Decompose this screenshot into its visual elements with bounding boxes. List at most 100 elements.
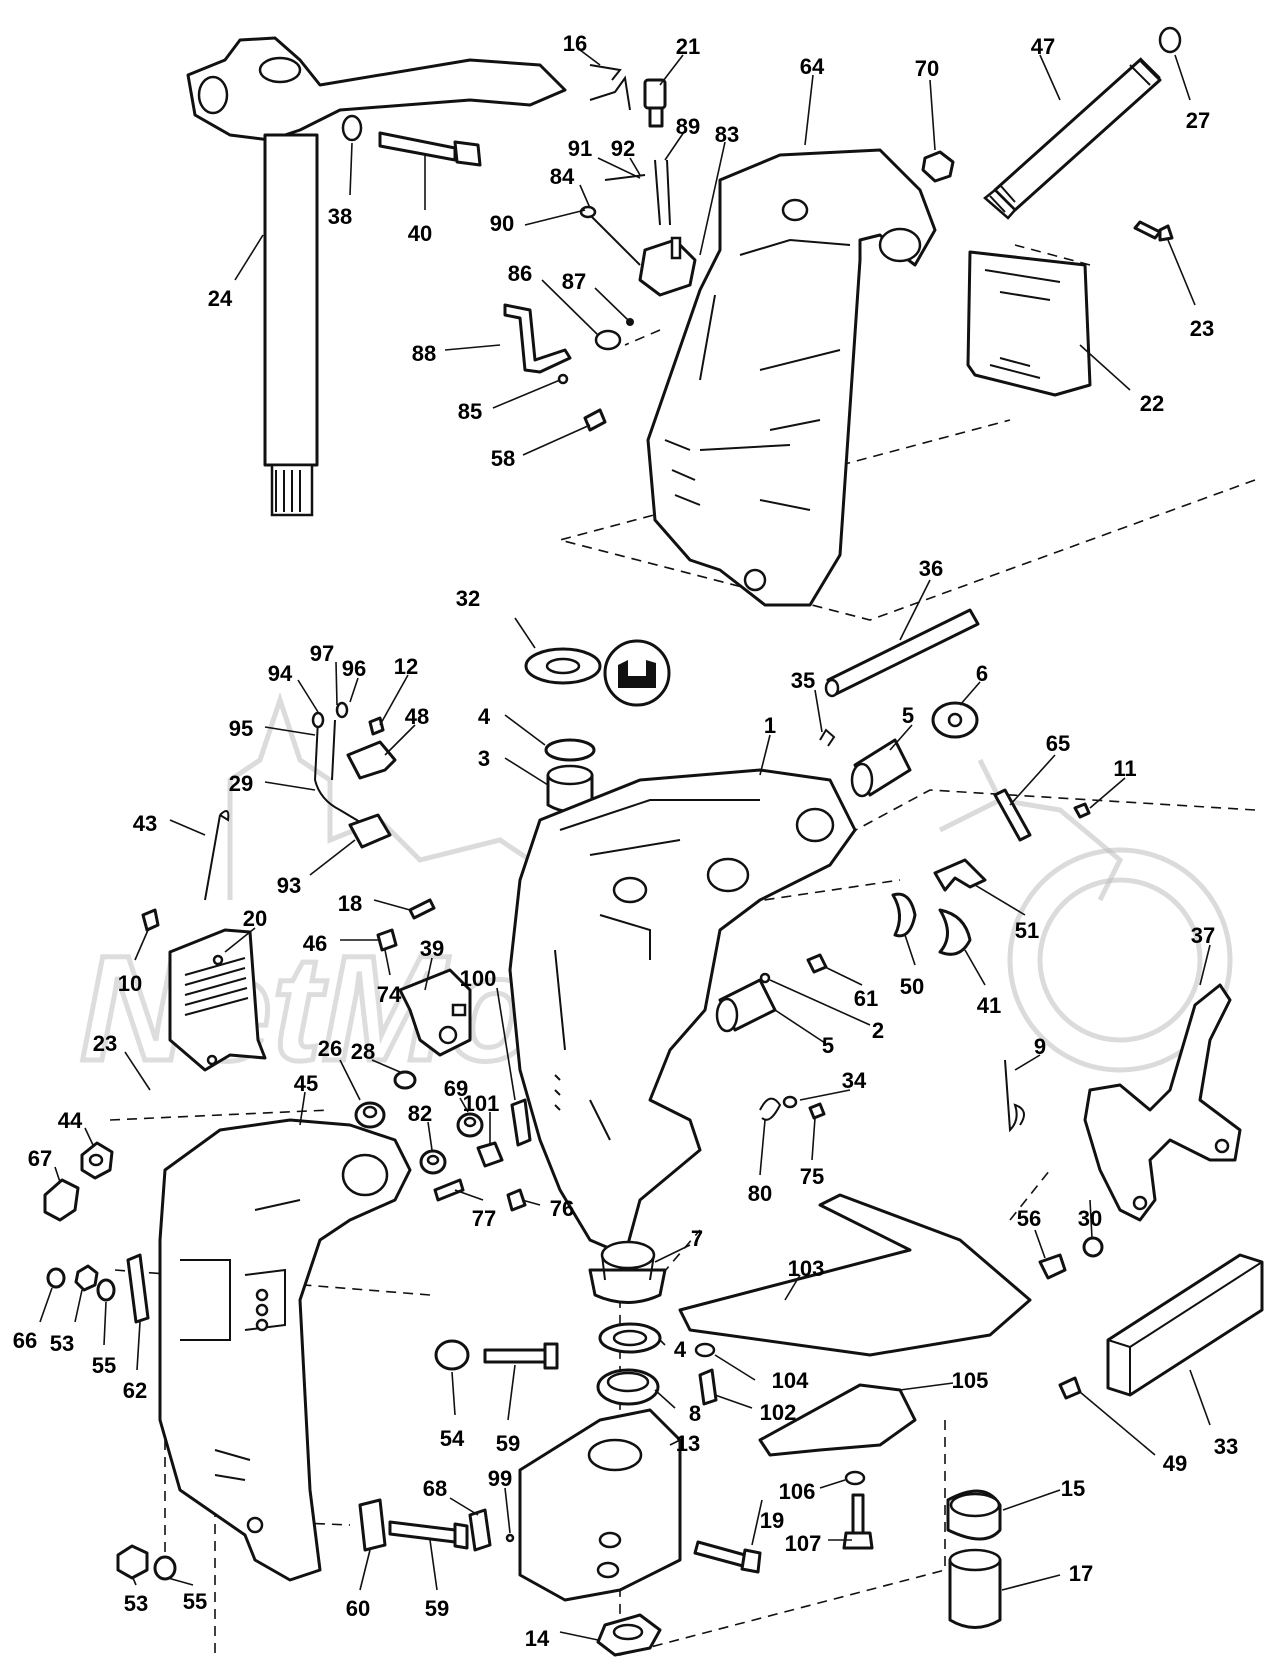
part-label-39: 39 — [420, 936, 444, 961]
clip-80 — [759, 1097, 782, 1121]
nut-28 — [393, 1070, 417, 1090]
mount-15 — [946, 1489, 1002, 1541]
part-label-23: 23 — [1190, 316, 1214, 341]
washer-34 — [782, 1095, 798, 1109]
nut-30 — [1082, 1236, 1104, 1258]
block-39 — [398, 968, 472, 1057]
part-label-53: 53 — [50, 1331, 74, 1356]
clip-35 — [819, 728, 836, 747]
part-label-4: 4 — [478, 704, 491, 729]
bolt-40 — [378, 131, 482, 167]
part-label-21: 21 — [676, 34, 700, 59]
plug-46 — [376, 928, 398, 952]
part-label-70: 70 — [915, 56, 939, 81]
part-label-107: 107 — [785, 1531, 822, 1556]
bracket-48 — [346, 740, 397, 780]
part-label-49: 49 — [1163, 1451, 1187, 1476]
bracket-51 — [933, 858, 987, 892]
lower-mount-housing-13 — [518, 1408, 682, 1602]
part-label-4: 4 — [674, 1337, 687, 1362]
part-label-67: 67 — [28, 1146, 52, 1171]
plug-61 — [806, 953, 828, 974]
part-label-48: 48 — [405, 704, 429, 729]
terminal-95 — [311, 711, 325, 729]
bushing-69 — [456, 1112, 484, 1138]
bushing-82 — [419, 1149, 447, 1175]
part-label-76: 76 — [550, 1196, 574, 1221]
washer-55-upper — [96, 1278, 116, 1302]
link-plate-65 — [993, 788, 1032, 842]
tilt-lever-37 — [1083, 983, 1242, 1222]
part-label-69: 69 — [444, 1076, 468, 1101]
part-label-66: 66 — [13, 1328, 37, 1353]
bolt-59-lower — [388, 1520, 469, 1550]
bearing-8 — [596, 1368, 660, 1406]
seal-detail-icon — [603, 639, 671, 707]
bolt-59-upper — [483, 1342, 559, 1370]
part-label-77: 77 — [472, 1206, 496, 1231]
part-label-74: 74 — [377, 982, 402, 1007]
plate-103 — [678, 1193, 1032, 1357]
part-label-54: 54 — [440, 1426, 465, 1451]
part-label-59: 59 — [425, 1596, 449, 1621]
part-label-60: 60 — [346, 1596, 370, 1621]
screw-11 — [1073, 802, 1091, 819]
part-label-106: 106 — [779, 1479, 816, 1504]
nut-70 — [921, 150, 955, 183]
part-label-35: 35 — [791, 668, 815, 693]
wires-89 — [604, 159, 671, 226]
bolt-19 — [693, 1540, 762, 1574]
spring-86 — [594, 329, 622, 351]
part-label-37: 37 — [1191, 923, 1215, 948]
part-label-47: 47 — [1031, 34, 1055, 59]
part-label-23: 23 — [93, 1031, 117, 1056]
washer-54 — [434, 1339, 470, 1371]
cover-plate-20 — [168, 928, 267, 1072]
cap-67 — [43, 1178, 80, 1222]
cover-22 — [966, 250, 1092, 397]
part-label-88: 88 — [412, 341, 436, 366]
nut-plate-101 — [476, 1141, 504, 1168]
part-label-86: 86 — [508, 261, 532, 286]
part-label-13: 13 — [676, 1431, 700, 1456]
part-label-51: 51 — [1015, 918, 1039, 943]
screw-12 — [368, 716, 385, 736]
part-label-55: 55 — [92, 1353, 116, 1378]
part-label-62: 62 — [123, 1378, 147, 1403]
part-label-45: 45 — [294, 1071, 318, 1096]
part-label-95: 95 — [229, 716, 253, 741]
watermark-motorcycle-icon — [227, 692, 1233, 1073]
part-label-20: 20 — [243, 906, 267, 931]
part-label-12: 12 — [394, 654, 418, 679]
bushing-17 — [948, 1548, 1002, 1629]
terminal-96 — [335, 701, 349, 719]
part-label-19: 19 — [760, 1508, 784, 1533]
part-label-14: 14 — [525, 1626, 550, 1651]
part-label-30: 30 — [1078, 1206, 1102, 1231]
part-label-90: 90 — [490, 211, 514, 236]
part-label-53: 53 — [124, 1591, 148, 1616]
switch-assembly-83 — [579, 205, 697, 297]
plug-76 — [506, 1188, 527, 1212]
part-label-105: 105 — [952, 1368, 989, 1393]
plug-66 — [46, 1267, 66, 1289]
spring-9 — [1004, 1059, 1025, 1133]
part-label-22: 22 — [1140, 391, 1164, 416]
bushing-26 — [354, 1101, 386, 1129]
part-label-102: 102 — [760, 1400, 797, 1425]
part-label-89: 89 — [676, 114, 700, 139]
wire-harness-29 — [314, 719, 361, 823]
part-label-56: 56 — [1017, 1206, 1041, 1231]
washer-38 — [341, 114, 363, 142]
part-label-85: 85 — [458, 399, 482, 424]
part-label-97: 97 — [310, 641, 334, 666]
screw-102 — [698, 1368, 718, 1406]
part-label-82: 82 — [408, 1101, 432, 1126]
clip-68 — [468, 1508, 492, 1552]
part-label-44: 44 — [58, 1108, 83, 1133]
part-label-41: 41 — [977, 993, 1001, 1018]
part-label-64: 64 — [800, 54, 825, 79]
clip-50 — [891, 892, 917, 938]
link-62 — [126, 1253, 150, 1324]
spring-clip-16 — [589, 64, 631, 111]
